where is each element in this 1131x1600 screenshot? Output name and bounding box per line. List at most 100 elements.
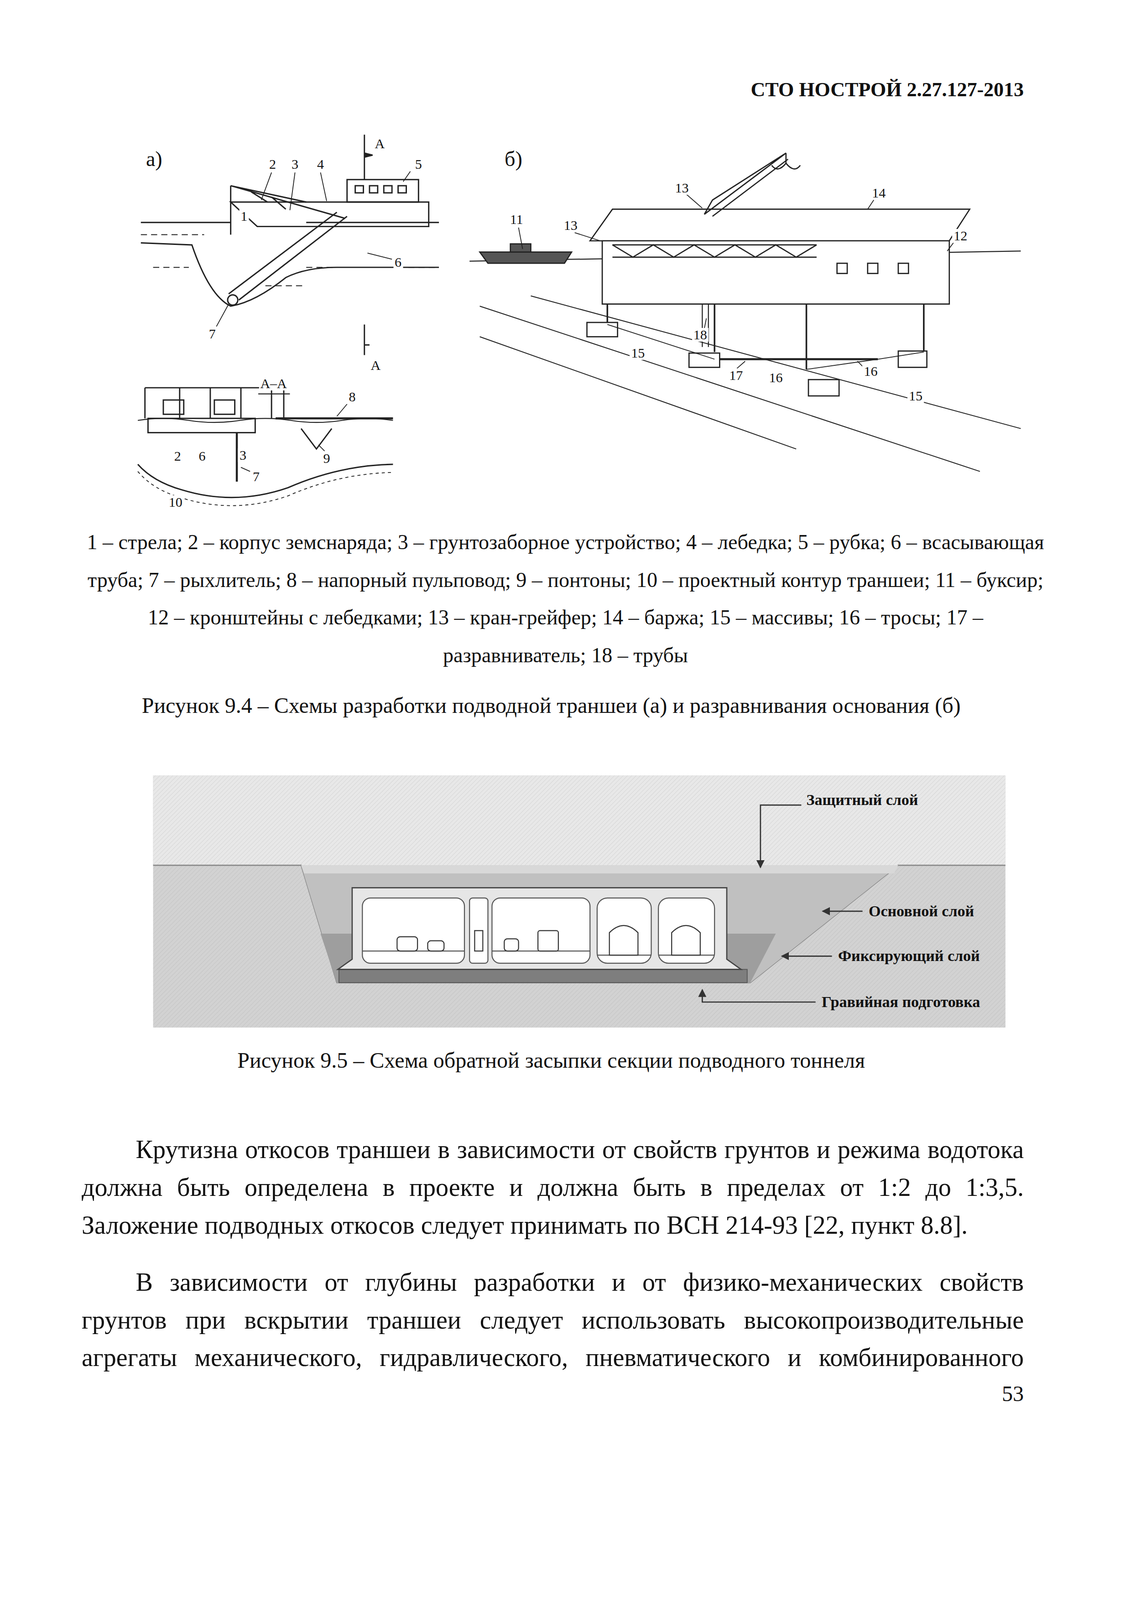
tunnel-backfill-section (491, 898, 590, 964)
leveling-barge-drawing (771, 153, 801, 170)
leveling-barge-drawing (589, 209, 970, 241)
tunnel-backfill-section (338, 887, 742, 970)
section-a-a (235, 432, 238, 482)
leveling-barge-drawing (688, 353, 720, 368)
section-a-a (214, 400, 235, 415)
running-header: СТО НОСТРОЙ 2.27.127-2013 (750, 79, 1024, 100)
leveling-barge-drawing (479, 252, 572, 264)
tunnel-backfill-section (427, 941, 444, 952)
dredger-drawing (364, 324, 370, 355)
callout-number: 18 (692, 328, 709, 342)
leveling-barge-drawing (704, 153, 788, 217)
leveling-barge-drawing (612, 244, 817, 258)
callout-number: 13 (673, 181, 691, 195)
callout-number: 9 (321, 451, 332, 466)
dredger-drawing (369, 185, 378, 193)
tunnel-backfill-section (760, 805, 802, 868)
callout-number: 15 (907, 389, 924, 403)
callout-number: 14 (870, 186, 887, 200)
section-a-a (240, 404, 348, 472)
leveling-barge-drawing (898, 263, 909, 274)
section-a-a (145, 387, 276, 419)
leveling-barge-drawing (837, 263, 848, 274)
layer-label: Гравийная подготовка (821, 994, 980, 1011)
tunnel-backfill-section (609, 925, 701, 956)
dredger-drawing (140, 221, 439, 224)
tunnel-backfill-section (153, 775, 1006, 1028)
dredger-drawing (140, 134, 439, 355)
dredger-drawing (227, 295, 238, 306)
leveling-barge-drawing (586, 322, 618, 337)
figure-letter: б) (503, 148, 524, 170)
tunnel-backfill-section (153, 865, 1006, 983)
leveling-barge-drawing (867, 263, 878, 274)
callout-number: 1 (239, 209, 249, 224)
callout-number: 2 (172, 449, 183, 464)
callout-number: 13 (562, 218, 579, 233)
section-a-a (163, 400, 184, 415)
tunnel-backfill-section (822, 911, 863, 913)
callout-number: 7 (207, 327, 218, 341)
dredger-drawing (383, 185, 392, 193)
dredger-drawing (398, 185, 407, 193)
callout-number: 8 (347, 390, 357, 404)
section-a-a (275, 417, 393, 420)
leveling-barge-drawing (808, 379, 840, 397)
leveling-barge-drawing (602, 240, 950, 305)
section-a-a (301, 428, 332, 450)
tunnel-backfill-section (338, 969, 748, 983)
leveling-barge-drawing (518, 193, 954, 369)
callout-number: 12 (952, 229, 969, 243)
dredger-drawing (216, 253, 392, 327)
tunnel-backfill-section (781, 955, 833, 958)
callout-number: 6 (393, 255, 403, 270)
leveling-barge-drawing (469, 153, 1021, 472)
callout-number: 11 (508, 212, 525, 227)
page-number: 53 (1001, 1383, 1024, 1406)
callout-number: 2 (267, 157, 278, 172)
callout-number: 10 (167, 495, 184, 510)
dredger-drawing (347, 179, 419, 203)
callout-number: 4 (315, 157, 326, 172)
tunnel-backfill-section (474, 930, 483, 952)
tunnel-backfill-section (702, 990, 816, 1003)
section-a-a (137, 381, 393, 506)
callout-number: 3 (290, 157, 300, 172)
dredger-drawing (364, 153, 373, 158)
body-paragraph: Крутизна откосов траншеи в зависимости о… (81, 1131, 1024, 1245)
layer-label: Защитный слой (806, 792, 919, 808)
dredger-drawing (355, 185, 364, 193)
tunnel-backfill-section (396, 937, 418, 952)
figure-caption: Рисунок 9.5 – Схема обратной засыпки сек… (61, 1042, 1042, 1080)
layer-label: Фиксирующий слой (838, 948, 980, 965)
callout-number: 7 (251, 469, 261, 484)
dredger-drawing (261, 171, 411, 211)
tunnel-backfill-section (504, 938, 519, 952)
leveling-barge-drawing (510, 244, 532, 253)
section-mark: А (373, 136, 386, 151)
leveling-barge-drawing (607, 324, 924, 370)
tunnel-backfill-section (362, 898, 465, 964)
figure-letter: а) (144, 148, 164, 170)
dredger-drawing (228, 212, 348, 300)
body-paragraph: В зависимости от глубины разработки и от… (81, 1263, 1024, 1377)
tunnel-backfill-section (153, 775, 1006, 1028)
dredger-drawing (140, 242, 439, 307)
callout-number: 5 (413, 157, 424, 172)
figure-caption: Рисунок 9.4 – Схемы разработки подводной… (61, 687, 1042, 725)
section-a-a (258, 393, 290, 395)
tunnel-backfill-section (469, 898, 488, 964)
leveling-barge-drawing (607, 304, 924, 370)
callout-number: 3 (238, 448, 248, 463)
section-a-a (137, 464, 393, 498)
tunnel-backfill-section (537, 930, 559, 952)
callout-number: 16 (862, 364, 879, 379)
tunnel-backfill-section (153, 775, 1006, 1028)
callout-number: 15 (629, 346, 647, 360)
leveling-barge-drawing (612, 244, 817, 258)
tunnel-backfill-section (301, 865, 899, 983)
tunnel-backfill-section (301, 865, 899, 874)
figure-key: 1 – стрела; 2 – корпус земснаряда; 3 – г… (76, 523, 1055, 675)
leveling-barge-drawing (714, 358, 878, 360)
